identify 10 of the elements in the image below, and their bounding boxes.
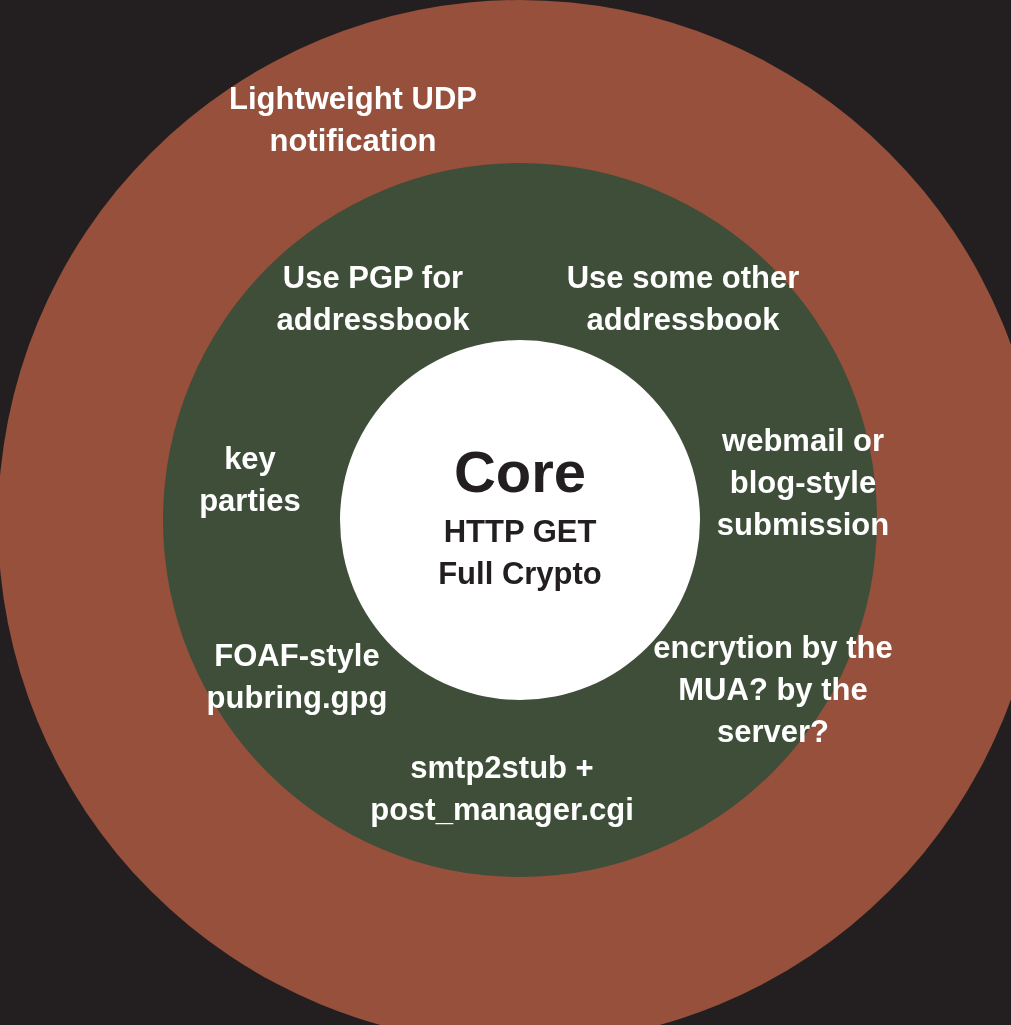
ring-label: encrytion by the MUA? by the server? [652,629,894,751]
ring-label: Use PGP for addressbook [275,259,471,339]
ring-label: Use some other addressbook [565,259,801,339]
ring-label: Lightweight UDP notification [228,80,478,160]
ring-label: smtp2stub + post_manager.cgi [369,749,635,829]
ring-label: FOAF-style pubring.gpg [205,637,389,717]
ring-label: key parties [198,440,302,520]
core-title: Core [452,443,588,501]
ring-label: webmail or blog-style submission [715,422,891,544]
ring-label: HTTP GET Full Crypto [437,513,603,593]
